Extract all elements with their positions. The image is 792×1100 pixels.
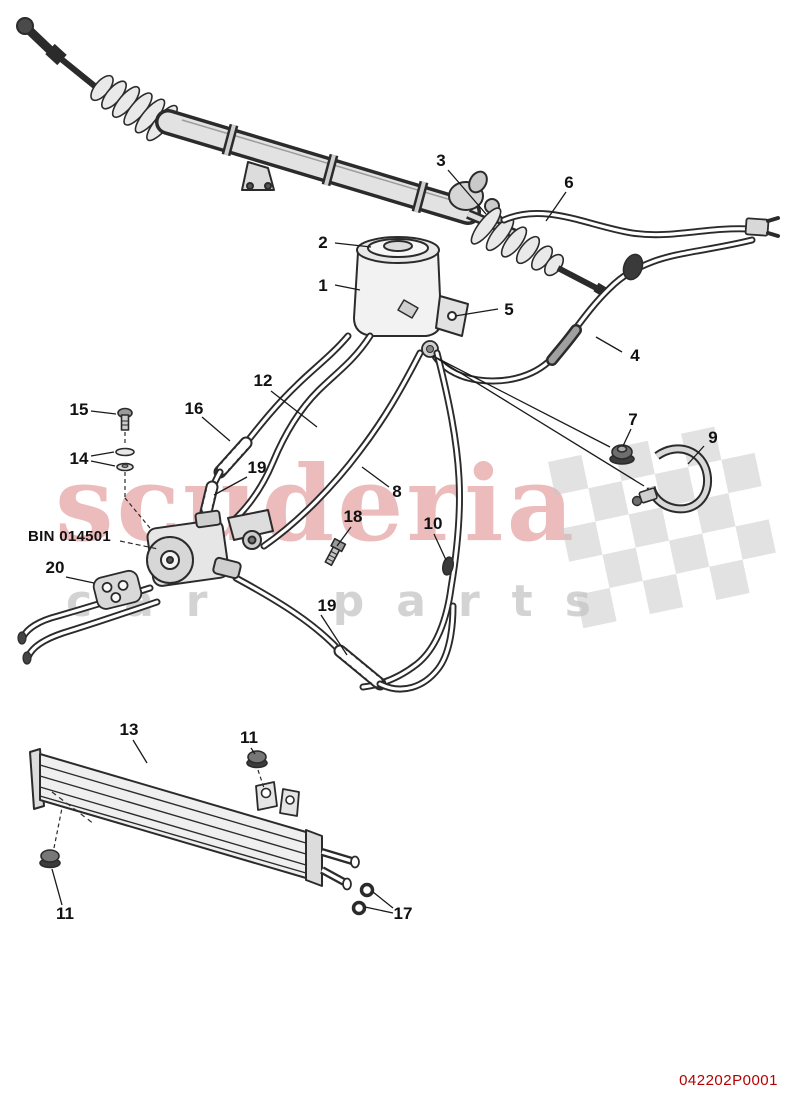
part-number: 042202P0001 xyxy=(679,1072,778,1089)
leader-lines xyxy=(51,169,705,914)
bolt-and-washers xyxy=(115,407,151,529)
bin-leader-line xyxy=(119,540,159,550)
oil-cooler xyxy=(29,748,360,891)
hose-clamp xyxy=(631,444,713,514)
hex-nut-7 xyxy=(609,444,635,465)
hex-nut-11-lower xyxy=(39,807,63,869)
banjo-bolt xyxy=(324,537,347,567)
power-steering-pump xyxy=(146,509,274,587)
hex-nut-11-upper xyxy=(246,750,268,789)
o-rings xyxy=(351,882,375,916)
fluid-reservoir xyxy=(353,236,469,337)
bin-label: BIN 014501 xyxy=(28,528,112,545)
steering-rack xyxy=(16,17,609,298)
grommet-block xyxy=(92,569,143,610)
